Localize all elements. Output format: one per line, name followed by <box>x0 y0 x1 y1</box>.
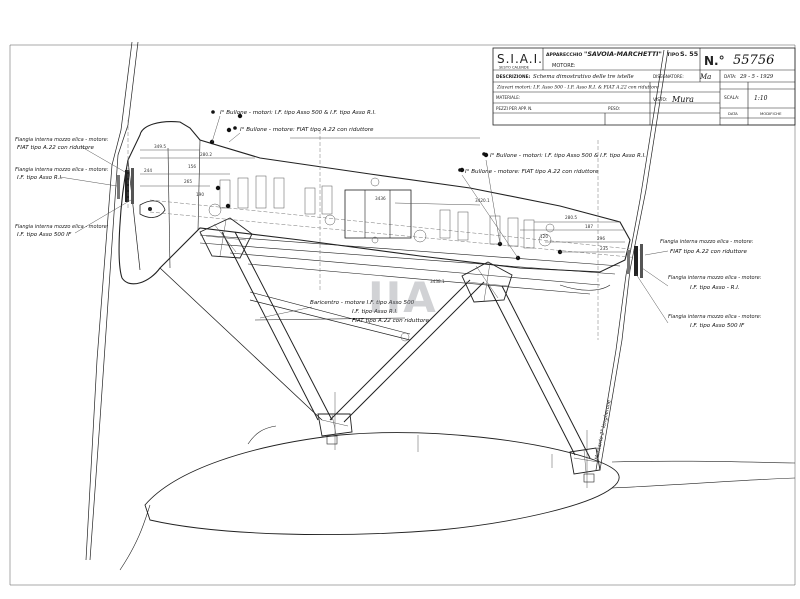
dim-190: 190 <box>196 192 204 197</box>
visto-signature: Mura <box>671 95 694 104</box>
dim-3438-1: 3438.1 <box>430 279 445 284</box>
left-spinner <box>139 200 166 218</box>
engine-cylinders <box>208 175 555 249</box>
motore-label: MOTORE: <box>552 63 576 69</box>
left-flange-1-line-a: Flangia interna mozzo elica - motore: <box>15 137 109 143</box>
dim-3420-1: 3420.1 <box>475 198 490 203</box>
dim-187: 187 <box>585 224 593 229</box>
baricentro-note-3: FIAT tipo A.22 con riduttore <box>352 318 429 324</box>
data-label: DATA: <box>724 74 736 80</box>
company-name: S.I.A.I. <box>497 52 543 66</box>
dim-244: 244 <box>144 168 152 173</box>
baricentro-note-2: I.F. tipo Asso R.I. <box>352 309 398 315</box>
revision-modifiche-header: MODIFICHE <box>760 111 782 116</box>
apparecchio-value: "SAVOIA-MARCHETTI" <box>584 50 662 58</box>
dimension-labels: 349.5 280.2 244 265 190 3420.1 3436 3438… <box>144 144 608 284</box>
strut-bracing <box>159 231 591 488</box>
right-flange-2-line-a: Flangia interna mozzo elica - motore: <box>668 275 762 281</box>
left-hub-flange <box>117 168 134 204</box>
right-flange-3-line-a: Flangia interna mozzo elica - motore: <box>668 314 762 320</box>
drawing-number-label: N.° <box>704 54 725 68</box>
descrizione-line-1: Schema dimostrativo delle tre istelle <box>533 74 634 80</box>
strut-fittings <box>199 217 601 483</box>
baricentro-notes: Baricentro - motore I.F. tipo Asso 500 I… <box>259 300 429 324</box>
right-flange-notes: Flangia interna mozzo elica - motore: FI… <box>635 239 762 329</box>
tipo-value: S. 55 <box>680 50 698 58</box>
dim-280-2: 280.2 <box>200 152 212 157</box>
descrizione-label: DESCRIZIONE: <box>496 74 531 80</box>
baricentro-note-1: Baricentro - motore I.F. tipo Asso 500 <box>310 300 415 306</box>
rear-bulkhead-notes: I° Bullone - motori: I.F. tipo Asso 500 … <box>458 152 646 259</box>
front-bulkhead-note-2: I° Bullone - motore: FIAT tipo A.22 con … <box>240 127 374 133</box>
drawing-number: 55756 <box>733 53 774 68</box>
company-location: SESTO CALENDE <box>499 66 530 70</box>
watermark: IIA <box>368 273 438 322</box>
right-flange-1-line-b: FIAT tipo A.22 con riduttore <box>670 249 747 255</box>
right-flange-1-line-a: Flangia interna mozzo elica - motore: <box>660 239 754 245</box>
dim-296: 296 <box>597 236 605 241</box>
dim-280-5: 280.5 <box>565 215 577 220</box>
left-flange-1-line-b: FIAT tipo A.22 con riduttore <box>17 145 94 151</box>
title-block: S.I.A.I. SESTO CALENDE APPARECCHIO "SAVO… <box>492 47 796 126</box>
apparecchio-label: APPARECCHIO <box>546 52 582 58</box>
engine-nacelle <box>118 121 641 295</box>
materiale-label: MATERIALE: <box>496 95 520 100</box>
pezzi-label: PEZZI PER APP. N. <box>496 106 532 111</box>
left-flange-2-line-a: Flangia interna mozzo elica - motore: <box>15 167 109 173</box>
dim-235: 235 <box>600 246 608 251</box>
disegnatore-signature: Ma <box>699 73 711 81</box>
right-flange-2-line-b: I.F. tipo Asso - R.I. <box>690 285 740 291</box>
rear-bulkhead-note-1: I° Bullone - motori: I.F. tipo Asso 500 … <box>490 153 646 159</box>
data-value: 29 - 5 - 1929 <box>739 74 774 80</box>
lower-wing-profile <box>119 425 796 571</box>
dim-3436: 3436 <box>375 196 386 201</box>
scala-label: SCALA: <box>724 95 739 101</box>
left-flange-3-line-b: I.F. tipo Asso 500 IF <box>17 232 72 238</box>
rear-bulkhead-note-2: I° Bullone - motore: FIAT tipo A.22 con … <box>465 169 599 175</box>
revision-date-header: DATA <box>728 111 738 116</box>
front-bulkhead-note-1: I° Bullone - motori: I.F. tipo Asso 500 … <box>220 110 376 116</box>
reference-lines <box>127 120 599 340</box>
descrizione-line-2: Ziavari motori: I.F. Asso 500 - I.F. Ass… <box>496 85 659 91</box>
scala-value: 1:10 <box>754 95 768 102</box>
disegnatore-label: DISEGNATORE: <box>653 74 684 79</box>
left-flange-3-line-a: Flangia interna mozzo elica - motore: <box>15 224 109 230</box>
dim-156: 156 <box>188 164 196 169</box>
right-flange-3-line-b: I.F. tipo Asso 500 IF <box>690 323 745 329</box>
dim-265: 265 <box>184 179 192 184</box>
dim-120: 120 <box>540 234 548 239</box>
right-hub-flange <box>627 244 643 278</box>
left-flange-2-line-b: I.F. tipo Asso R.I. <box>17 175 63 181</box>
tipo-label: TIPO <box>667 52 679 58</box>
drawing-frame <box>9 44 796 586</box>
dimension-lines <box>140 137 625 253</box>
dim-349-5: 349.5 <box>154 144 166 149</box>
left-flange-notes: Flangia interna mozzo elica - motore: FI… <box>15 137 132 238</box>
peso-label: PESO: <box>608 106 620 111</box>
front-bulkhead-notes: I° Bullone - motori: I.F. tipo Asso 500 … <box>211 110 376 143</box>
